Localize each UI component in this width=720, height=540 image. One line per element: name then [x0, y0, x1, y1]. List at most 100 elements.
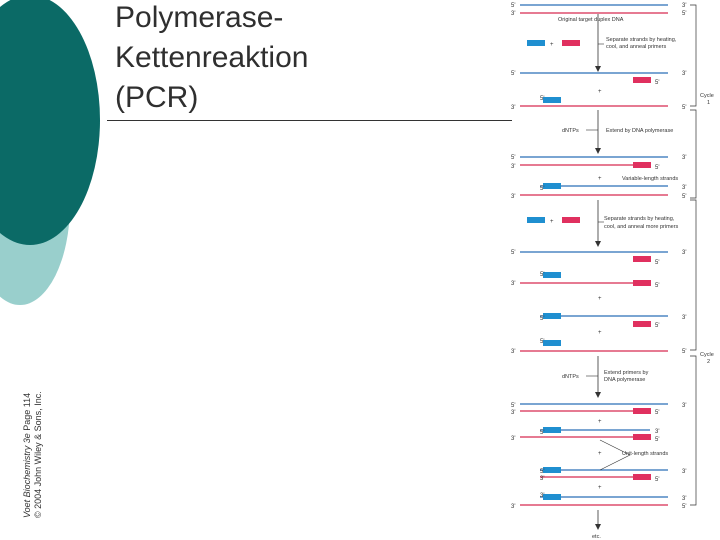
title-underline	[107, 120, 512, 121]
diagram-text: 5'	[682, 11, 686, 17]
diagram-text: 5'	[655, 410, 659, 416]
dntps-label-2: dNTPs	[562, 374, 579, 380]
diagram-text: 5'	[511, 403, 515, 409]
diagram-text: 3'	[655, 429, 659, 435]
primer-segment	[527, 40, 545, 46]
primer-segment	[633, 408, 651, 414]
diagram-text: +	[598, 296, 602, 302]
primer-segment	[633, 162, 651, 168]
primer-segment	[562, 40, 580, 46]
diagram-text: 3'	[511, 11, 515, 17]
primer-segment	[543, 494, 561, 500]
arrow-shape	[595, 392, 601, 398]
diagram-text: 3'	[511, 436, 515, 442]
diagram-text: 5'	[511, 71, 515, 77]
primer-segment	[633, 434, 651, 440]
primer-segment	[543, 183, 561, 189]
diagram-text: 5'	[655, 437, 659, 443]
separate-label-1a: Separate strands by heating,	[606, 37, 677, 43]
diagram-text: 3'	[682, 155, 686, 161]
diagram-text: +	[598, 419, 602, 425]
diagram-text: 5'	[511, 3, 515, 9]
primer-segment	[633, 256, 651, 262]
primer-segment	[527, 217, 545, 223]
diagram-text: +	[598, 330, 602, 336]
diagram-text: +	[550, 42, 554, 48]
diagram-text: 3'	[682, 469, 686, 475]
primer-segment	[543, 340, 561, 346]
diagram-text: 3'	[511, 410, 515, 416]
diagram-text: 3'	[511, 105, 515, 111]
diagram-text: +	[550, 219, 554, 225]
diagram-text: 5'	[655, 477, 659, 483]
diagram-text: 5'	[540, 339, 544, 345]
diagram-text: 3'	[682, 403, 686, 409]
variable-label: Variable-length strands	[622, 176, 678, 182]
diagram-text: +	[598, 451, 602, 457]
primer-segment	[633, 321, 651, 327]
diagram-text: 3'	[511, 194, 515, 200]
arrow-shape	[690, 109, 697, 199]
cycle2-products: 5' 3' 3' 5' + 5' 3' 3' 5' + Unit-length …	[511, 403, 686, 510]
cycle-brackets: Cycle 1 Cycle 2	[690, 4, 714, 506]
diagram-text: 3'	[682, 71, 686, 77]
diagram-text: 5'	[511, 250, 515, 256]
diagram-text: 3'	[540, 493, 544, 499]
diagram-text: 5'	[655, 323, 659, 329]
diagram-text: 5'	[682, 194, 686, 200]
diagram-text: 5'	[540, 272, 544, 278]
arrow-shape	[690, 4, 697, 107]
arrow-shape	[595, 241, 601, 247]
primer-segment	[543, 313, 561, 319]
diagram-text: 5'	[511, 155, 515, 161]
diagram-text: +	[598, 485, 602, 491]
diagram-text: 5'	[540, 186, 544, 192]
diagram-text: 5'	[682, 349, 686, 355]
cycle1-strands: 5' 3' 5' + 5' 3' 5'	[511, 71, 686, 111]
diagram-text: 5'	[655, 165, 659, 171]
diagram-text: 5'	[655, 260, 659, 266]
diagram-text: 5'	[682, 504, 686, 510]
primer-segment	[543, 427, 561, 433]
diagram-text: 5'	[540, 316, 544, 322]
diagram-text: 5'	[540, 430, 544, 436]
diagram-text: 5'	[655, 283, 659, 289]
diagram-text: 3'	[511, 281, 515, 287]
etc-label: etc.	[592, 534, 601, 540]
diagram-text: +	[598, 176, 602, 182]
diagram-text: 3'	[540, 476, 544, 482]
primer-segment	[543, 467, 561, 473]
diagram-text: 5'	[540, 469, 544, 475]
separate-label-2a: Separate strands by heating,	[604, 216, 675, 222]
diagram-text: 1	[707, 100, 710, 106]
cycle1-extended: 5' 3' 3' 5' + Variable-length strands 5'…	[511, 155, 686, 200]
diagram-text: 3'	[511, 164, 515, 170]
primer-segment	[543, 272, 561, 278]
target-duplex: 5' 3' 3' 5' Original target duplex DNA	[511, 3, 686, 23]
cycle2-templates: 5' 3' 5' 5' 3' 5' + 5' 3' 5' + 5' 3' 5'	[511, 250, 686, 355]
primer-segment	[543, 97, 561, 103]
diagram-text: 3'	[682, 315, 686, 321]
arrow-shape	[595, 66, 601, 72]
diagram-text: 5'	[655, 80, 659, 86]
cycle2-label: Cycle	[700, 352, 714, 358]
diagram-text: 5'	[682, 105, 686, 111]
primer-segment	[562, 217, 580, 223]
arrow-shape	[595, 148, 601, 154]
primer-segment	[633, 474, 651, 480]
separate-label-2b: cool, and anneal more primers	[604, 224, 679, 230]
extend-primers-label-a: Extend primers by	[604, 370, 649, 376]
diagram-text: 5'	[540, 96, 544, 102]
primer-segment	[633, 280, 651, 286]
arrow-shape	[595, 524, 601, 530]
diagram-text: 3'	[682, 250, 686, 256]
diagram-text: +	[598, 89, 602, 95]
diagram-text: 3'	[511, 349, 515, 355]
arrow-shape	[690, 355, 697, 506]
diagram-text: 3'	[682, 185, 686, 191]
separate-label-1b: cool, and anneal primers	[606, 44, 666, 50]
arrow-shape	[599, 439, 631, 471]
dntps-label-1: dNTPs	[562, 128, 579, 134]
